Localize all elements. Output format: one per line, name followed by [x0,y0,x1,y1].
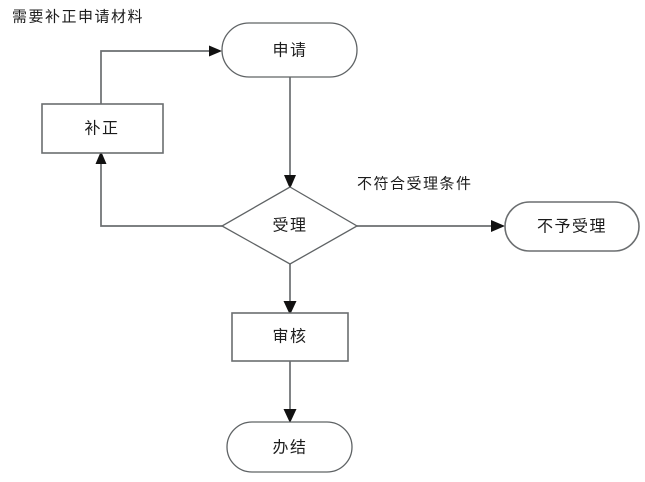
node-review-shape [231,312,349,362]
edge-accept-to-correct [95,151,222,227]
edge-accept-to-reject-arrowhead [491,220,505,232]
node-complete-shape [226,421,353,473]
node-reject[interactable]: 不予受理 [504,201,640,252]
node-correct-shape [41,103,164,154]
node-accept[interactable]: 受理 [220,186,359,265]
node-reject-shape [504,201,640,252]
edge-review-to-complete [283,361,297,423]
edge-correct-to-apply-arrowhead [209,45,222,57]
edge-accept-to-reject [357,220,505,232]
edge-accept-to-review [283,264,297,315]
node-complete-label: 办结 [272,438,307,457]
edge-apply-to-accept [284,77,296,189]
node-complete[interactable]: 办结 [226,421,353,473]
annotation-need-correction: 需要补正申请材料 [12,8,144,26]
node-accept-label: 受理 [272,216,307,235]
node-reject-label: 不予受理 [537,217,607,236]
edge-accept-to-review-arrowhead [283,301,297,315]
node-correct-label: 补正 [84,119,119,138]
node-apply-label: 申请 [272,41,307,60]
node-review-label: 审核 [272,327,307,346]
node-correct[interactable]: 补正 [41,103,164,154]
node-review[interactable]: 审核 [231,312,349,362]
edge-review-to-complete-arrowhead [283,409,297,423]
edge-accept-to-correct-arrowhead [95,151,107,164]
edge-correct-to-apply-line [100,50,213,104]
node-apply[interactable]: 申请 [221,22,358,78]
annotation-not-meet-conditions: 不符合受理条件 [357,175,473,193]
node-accept-shape [220,186,359,265]
edge-correct-to-apply [100,45,222,104]
edge-accept-to-correct-line [100,160,222,227]
edge-apply-to-accept-arrowhead [284,175,296,189]
node-apply-shape [221,22,358,78]
